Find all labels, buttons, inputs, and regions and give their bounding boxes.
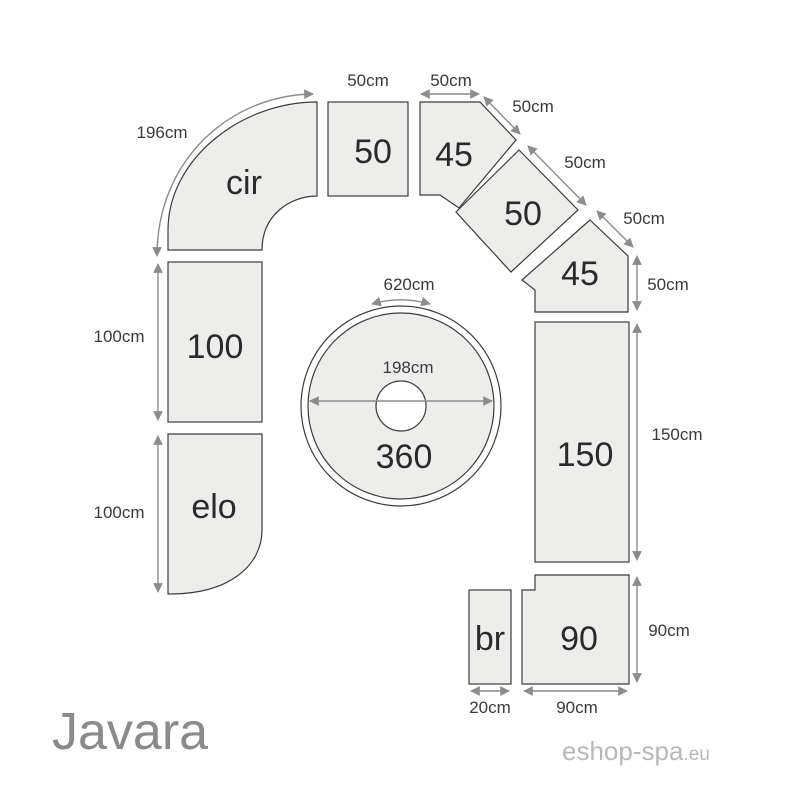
dim-label-s50-diag-width: 50cm: [564, 153, 606, 172]
label-s50-top: 50: [354, 133, 392, 171]
dim-label-c45-right-side: 50cm: [647, 275, 689, 294]
label-c45-right: 45: [561, 255, 599, 293]
label-br: br: [475, 620, 505, 658]
dim-c45-top-diag: [483, 96, 521, 135]
dim-c45-right-diag: [596, 210, 634, 248]
dim-round-circumference: [371, 296, 431, 307]
piece-br: [468, 589, 512, 685]
piece-elo: [167, 433, 263, 595]
dim-label-br-width: 20cm: [469, 698, 511, 717]
piece-s150: [534, 321, 630, 563]
dim-label-s90-height: 90cm: [648, 621, 690, 640]
piece-s90: [521, 574, 630, 685]
piece-s100: [167, 261, 263, 423]
dim-label-s90-width: 90cm: [556, 698, 598, 717]
label-s50-diag: 50: [504, 195, 542, 233]
brand-name: eshop-spa: [562, 736, 684, 766]
model-title: Javara: [52, 703, 209, 761]
label-cir: cir: [226, 164, 262, 202]
dim-cir-arc: [152, 89, 314, 257]
label-round: 360: [376, 438, 433, 476]
label-elo: elo: [191, 488, 236, 526]
dim-label-c45-right-diag: 50cm: [623, 209, 665, 228]
label-s90: 90: [560, 620, 598, 658]
label-c45-top: 45: [435, 136, 473, 174]
brand-tld: .eu: [683, 744, 710, 765]
dim-label-s50-top-width: 50cm: [347, 71, 389, 90]
label-s150: 150: [557, 436, 614, 474]
dim-label-elo-height: 100cm: [93, 503, 144, 522]
brand-logo: eshop-spa.eu: [562, 738, 710, 764]
label-s100: 100: [187, 328, 244, 366]
dim-label-s100-height: 100cm: [93, 327, 144, 346]
dim-label-s150-height: 150cm: [651, 425, 702, 444]
piece-round-hole: [375, 380, 427, 432]
piece-s50-top: [327, 101, 409, 197]
dim-label-round-diameter: 198cm: [382, 358, 433, 377]
dim-label-c45-top-diag: 50cm: [512, 97, 554, 116]
dim-label-round-circumference: 620cm: [383, 275, 434, 294]
dim-label-cir-arc: 196cm: [136, 123, 187, 142]
dim-s50-diag-width: [527, 145, 587, 206]
dim-label-c45-top-width: 50cm: [430, 71, 472, 90]
